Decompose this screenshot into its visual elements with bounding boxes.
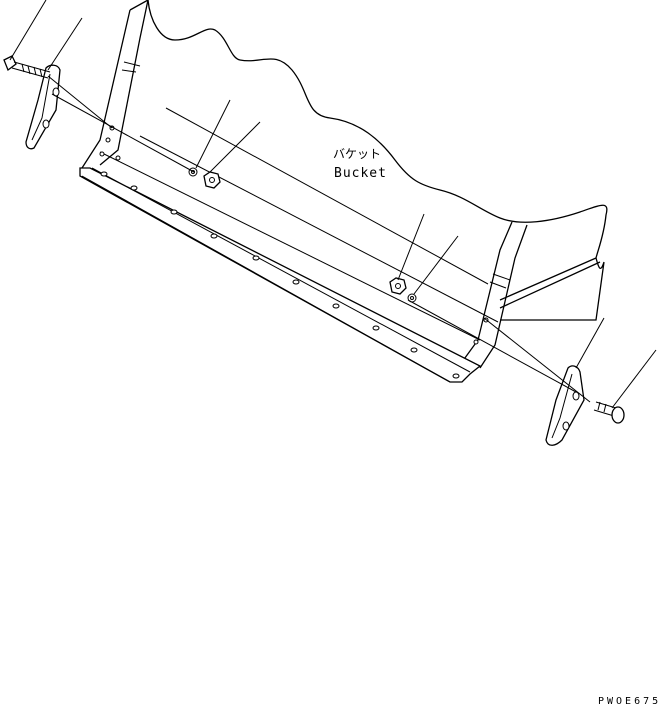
right-side-plate (461, 221, 528, 369)
part-label-jp: バケット (333, 147, 381, 161)
bucket-break-line (147, 0, 608, 259)
bucket-floor-line (99, 151, 481, 341)
fasteners-left (188, 167, 221, 189)
left-bolt (3, 55, 51, 79)
right-rib (499, 257, 605, 321)
edge-bolt-holes (100, 171, 460, 379)
fasteners-right (389, 277, 417, 303)
bucket-body (81, 0, 608, 369)
right-bolt (593, 401, 625, 424)
drawing-code: PWOE675 (598, 696, 661, 705)
side-holes (99, 125, 489, 345)
assembly-lines (47, 75, 591, 403)
part-label-en: Bucket (334, 166, 387, 181)
leader-lines (9, 0, 657, 409)
left-side-cutter (25, 64, 61, 150)
left-side-plate (81, 0, 149, 169)
cutting-edge (79, 167, 482, 383)
right-side-cutter (545, 365, 585, 446)
